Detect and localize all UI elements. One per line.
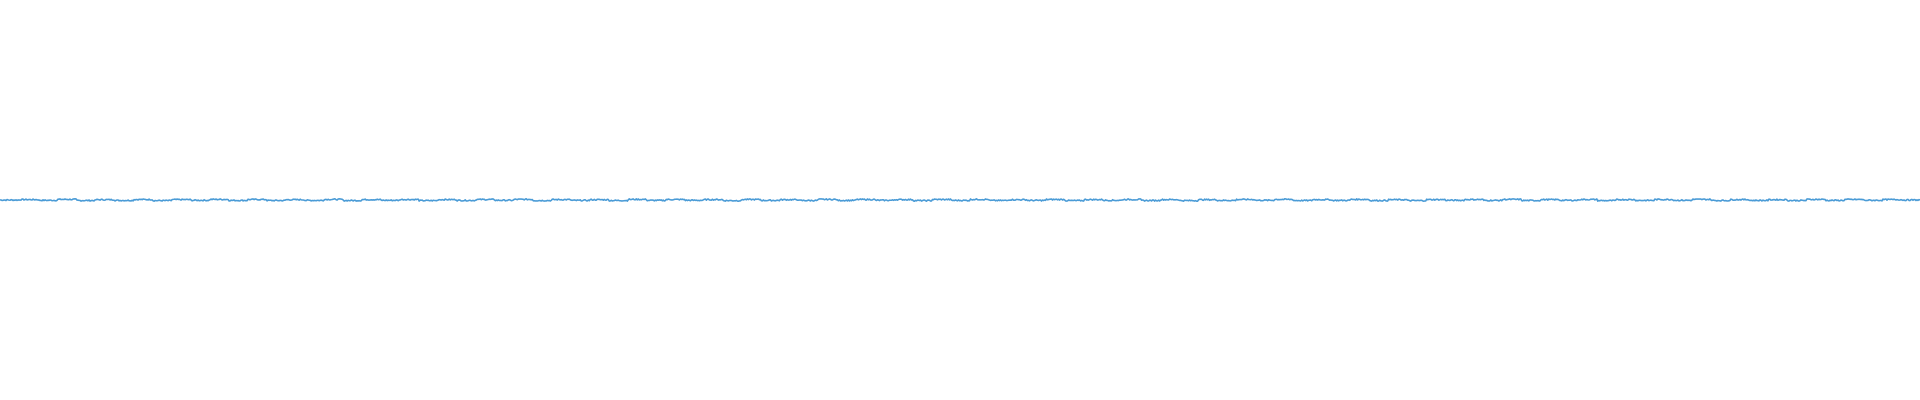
waveform-series-line xyxy=(0,198,1920,202)
plot-area xyxy=(0,198,1920,202)
